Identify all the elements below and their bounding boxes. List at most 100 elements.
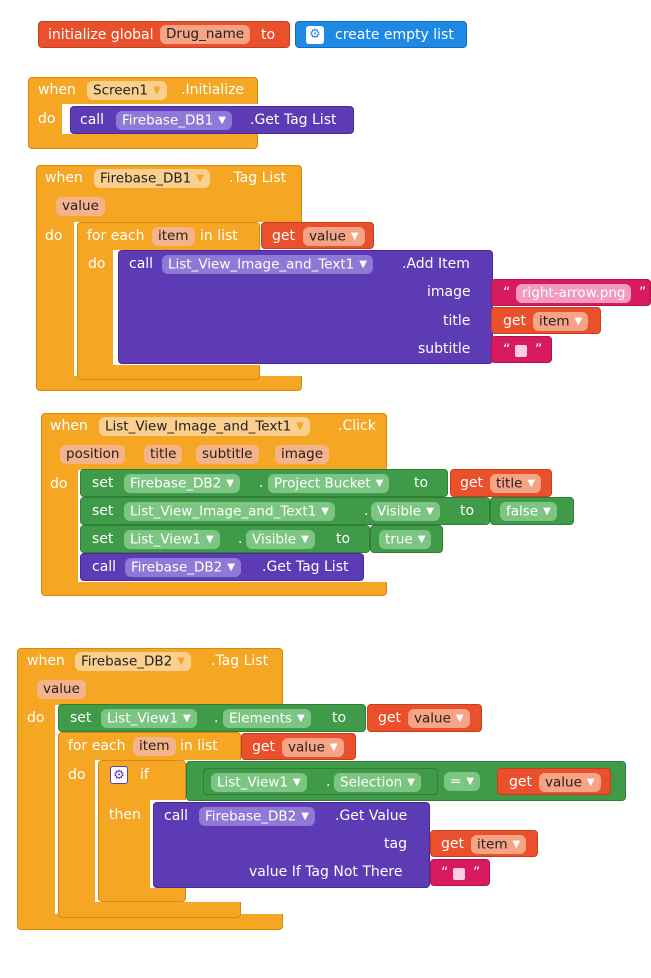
empty-text-block[interactable]: “ ” xyxy=(491,336,552,363)
variable-name: item xyxy=(477,836,508,853)
empty-text-block[interactable]: “ ” xyxy=(430,859,490,886)
triangle-down-icon: ▼ xyxy=(296,421,304,432)
loop-var[interactable]: item xyxy=(152,227,195,246)
triangle-down-icon: ▼ xyxy=(543,506,551,517)
set-elements-block[interactable]: set List_View1▼ . Elements▼ to xyxy=(58,704,366,732)
to-label: to xyxy=(332,710,347,726)
event-param-position[interactable]: position xyxy=(60,445,126,464)
event-param[interactable]: value xyxy=(37,680,86,699)
triangle-down-icon: ▼ xyxy=(455,713,464,724)
get-title-block[interactable]: get title▼ xyxy=(450,469,552,497)
component-dropdown[interactable]: Firebase_DB1▼ xyxy=(116,111,232,130)
get-value-block[interactable]: get value▼ xyxy=(261,222,374,249)
empty-string-value[interactable] xyxy=(515,344,527,360)
open-quote: “ xyxy=(441,865,449,881)
initialize-global-block[interactable]: initialize global Drug_name to xyxy=(38,21,290,48)
variable-dropdown[interactable]: value▼ xyxy=(282,738,344,757)
component-dropdown[interactable]: Screen1▼ xyxy=(87,81,167,100)
tag-arg-label: tag xyxy=(384,836,407,852)
call-get-tag-list-block[interactable]: call Firebase_DB2▼ .Get Tag List xyxy=(80,553,364,581)
text-string-block[interactable]: “ right-arrow.png ” xyxy=(491,279,651,306)
event-param-subtitle[interactable]: subtitle xyxy=(196,445,259,464)
method-name: .Get Tag List xyxy=(250,112,337,128)
triangle-down-icon: ▼ xyxy=(407,777,415,788)
triangle-down-icon: ▼ xyxy=(466,776,475,787)
get-label: get xyxy=(378,710,401,726)
event-param-title[interactable]: title xyxy=(144,445,183,464)
property-dropdown[interactable]: Visible▼ xyxy=(371,502,440,521)
gear-icon[interactable]: ⚙ xyxy=(306,26,324,44)
image-arg-label: image xyxy=(427,284,471,300)
operator-dropdown[interactable]: =▼ xyxy=(444,772,481,791)
string-value[interactable]: right-arrow.png xyxy=(516,284,632,303)
get-item-block[interactable]: get item▼ xyxy=(430,830,538,857)
subtitle-arg-label: subtitle xyxy=(418,341,471,357)
component-dropdown[interactable]: Firebase_DB2▼ xyxy=(125,558,241,577)
variable-dropdown[interactable]: item▼ xyxy=(533,312,589,331)
set-visible-false-block[interactable]: set List_View_Image_and_Text1▼ . Visible… xyxy=(80,497,490,525)
empty-string-value[interactable] xyxy=(453,867,465,883)
variable-dropdown[interactable]: value▼ xyxy=(303,227,365,246)
set-label: set xyxy=(92,475,114,491)
selection-getter-block[interactable]: List_View1 ▼ . Selection▼ xyxy=(203,768,438,795)
variable-dropdown[interactable]: value▼ xyxy=(408,709,470,728)
call-get-tag-list-block[interactable]: call Firebase_DB1▼ .Get Tag List xyxy=(70,106,354,134)
to-label: to xyxy=(414,475,429,491)
get-item-block[interactable]: get item▼ xyxy=(491,307,601,334)
property-dropdown[interactable]: Visible▼ xyxy=(246,530,315,549)
method-name: .Get Value xyxy=(335,808,408,824)
to-label: to xyxy=(460,503,475,519)
true-block[interactable]: true▼ xyxy=(370,525,443,553)
component-dropdown[interactable]: Firebase_DB1▼ xyxy=(94,169,210,188)
close-quote: ” xyxy=(473,865,481,881)
property-dropdown[interactable]: Elements▼ xyxy=(223,709,311,728)
component-dropdown[interactable]: List_View1▼ xyxy=(124,530,220,549)
set-project-bucket-block[interactable]: set Firebase_DB2▼ . Project Bucket▼ to xyxy=(80,469,448,497)
component-dropdown[interactable]: Firebase_DB2▼ xyxy=(124,474,240,493)
property-dropdown[interactable]: Project Bucket▼ xyxy=(268,474,390,493)
close-quote: ” xyxy=(639,285,647,301)
component-name: Firebase_DB1 xyxy=(122,112,214,129)
get-label: get xyxy=(272,228,295,244)
get-label: get xyxy=(460,475,483,491)
component-dropdown[interactable]: List_View1 ▼ xyxy=(211,773,307,792)
method-name: .Get Tag List xyxy=(262,559,349,575)
triangle-down-icon: ▼ xyxy=(177,656,185,667)
false-block[interactable]: false▼ xyxy=(490,497,574,525)
loop-var[interactable]: item xyxy=(133,737,176,756)
property-name: Elements xyxy=(229,710,292,727)
set-visible-true-block[interactable]: set List_View1▼ . Visible▼ to xyxy=(80,525,370,553)
get-value-block[interactable]: get value▼ xyxy=(497,768,611,795)
triangle-down-icon: ▼ xyxy=(292,777,301,788)
do-label: do xyxy=(68,767,86,783)
component-dropdown[interactable]: List_View_Image_and_Text1▼ xyxy=(124,502,335,521)
component-dropdown[interactable]: List_View_Image_and_Text1▼ xyxy=(162,255,373,274)
event-param-image[interactable]: image xyxy=(275,445,330,464)
triangle-down-icon: ▼ xyxy=(574,316,583,327)
component-dropdown[interactable]: Firebase_DB2▼ xyxy=(75,652,191,671)
dot-label: . xyxy=(259,475,264,491)
boolean-dropdown[interactable]: true▼ xyxy=(379,530,432,549)
variable-dropdown[interactable]: value▼ xyxy=(539,773,601,792)
do-label: do xyxy=(45,228,63,244)
then-label: then xyxy=(109,807,141,823)
component-dropdown[interactable]: List_View1▼ xyxy=(101,709,197,728)
gear-icon[interactable]: ⚙ xyxy=(110,766,128,784)
create-empty-list-block[interactable]: ⚙ create empty list xyxy=(295,21,467,48)
dot-label: . xyxy=(326,774,331,790)
close-quote: ” xyxy=(535,342,543,358)
event-param[interactable]: value xyxy=(56,197,105,216)
boolean-dropdown[interactable]: false▼ xyxy=(500,502,557,521)
triangle-down-icon: ▼ xyxy=(359,259,367,270)
component-dropdown[interactable]: Firebase_DB2▼ xyxy=(199,807,315,826)
component-name: List_View1 xyxy=(217,774,288,791)
dot-label: . xyxy=(238,531,243,547)
variable-dropdown[interactable]: item▼ xyxy=(471,835,527,854)
get-value-block[interactable]: get value▼ xyxy=(241,733,356,760)
variable-dropdown[interactable]: title▼ xyxy=(490,474,542,493)
component-dropdown[interactable]: List_View_Image_and_Text1▼ xyxy=(99,417,310,436)
get-value-block[interactable]: get value▼ xyxy=(367,704,482,732)
property-dropdown[interactable]: Selection▼ xyxy=(334,773,421,792)
operator-value: = xyxy=(450,773,462,790)
global-var-name[interactable]: Drug_name xyxy=(160,25,251,44)
